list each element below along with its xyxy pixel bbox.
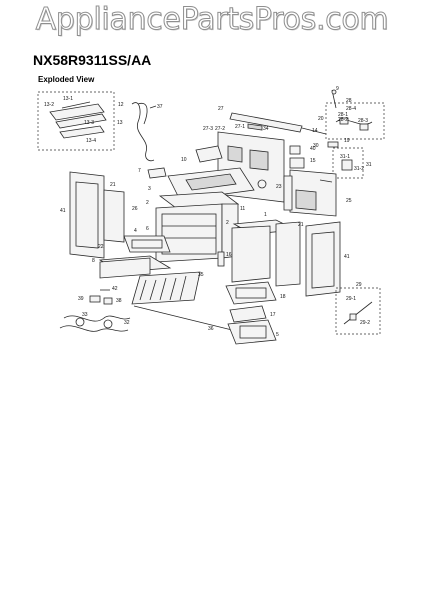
part-right-insulation (231, 219, 301, 287)
callout-10: 10 (181, 157, 187, 163)
callout-29-1: 29-1 (346, 296, 356, 302)
callout-2-top: 2 (146, 200, 149, 206)
callout-21-left: 21 (110, 182, 116, 188)
callout-22: 22 (98, 244, 104, 250)
part-20 (301, 127, 339, 148)
callout-31-2: 31-2 (354, 166, 364, 172)
callout-28-4: 28-4 (346, 106, 356, 112)
callout-20: 20 (318, 116, 324, 122)
callout-28-3: 28-3 (358, 118, 368, 124)
callout-25: 25 (346, 198, 352, 204)
part-oven-racks (131, 271, 201, 305)
callout-33: 33 (82, 312, 88, 318)
callout-14: 14 (312, 128, 318, 134)
callout-23: 23 (276, 184, 282, 190)
part-5 (227, 319, 277, 345)
part-wire-harness (131, 102, 157, 162)
callout-32: 32 (124, 320, 130, 326)
detail-box-29 (335, 287, 381, 335)
watermark-text: AppliancePartsPros.com (35, 2, 389, 38)
callout-42: 42 (112, 286, 118, 292)
callout-39: 39 (78, 296, 84, 302)
callout-21-right: 21 (298, 222, 304, 228)
callout-6: 6 (146, 226, 149, 232)
callout-4: 4 (134, 228, 137, 234)
callout-27-3: 27-3 (203, 126, 213, 132)
callout-28-2: 28-2 (338, 117, 348, 123)
callout-12: 12 (118, 102, 124, 108)
model-number: NX58R9311SS/AA (33, 52, 152, 68)
part-left-side-panel (69, 171, 125, 259)
part-15-bracket (289, 145, 305, 169)
callout-11: 11 (240, 206, 245, 212)
view-title: Exploded View (38, 75, 95, 84)
detail-box-28 (325, 102, 385, 140)
callout-16: 16 (226, 252, 232, 258)
callout-31: 31 (366, 162, 372, 168)
part-rear-cover (289, 169, 337, 217)
callout-27-1: 27-1 (235, 124, 245, 130)
callout-29-2: 29-2 (360, 320, 370, 326)
part-drawer-front (98, 255, 172, 279)
callout-36: 36 (208, 326, 214, 332)
callout-9: 9 (336, 86, 339, 92)
callout-7: 7 (138, 168, 141, 174)
part-38 (103, 297, 113, 305)
callout-38: 38 (116, 298, 122, 304)
part-top-insulation (147, 145, 255, 201)
callout-5: 5 (276, 332, 279, 338)
part-36 (133, 305, 233, 331)
callout-41-right: 41 (344, 254, 350, 260)
part-39 (89, 295, 101, 303)
part-right-side-panel (305, 221, 341, 297)
callout-17: 17 (270, 312, 276, 318)
detail-box-13 (37, 91, 115, 151)
callout-1: 1 (264, 212, 267, 218)
callout-31-1: 31-1 (340, 154, 350, 160)
callout-37: 37 (157, 104, 163, 110)
callout-2-mid: 2 (226, 220, 229, 226)
part-17 (229, 305, 267, 323)
callout-13-1: 13-1 (63, 96, 73, 102)
callout-30: 30 (313, 143, 319, 149)
callout-18: 18 (280, 294, 286, 300)
part-9 (331, 89, 337, 109)
callout-26: 26 (132, 206, 138, 212)
callout-3: 3 (148, 186, 151, 192)
callout-13-3: 13-3 (84, 120, 94, 126)
callout-15: 15 (310, 158, 316, 164)
callout-27: 27 (218, 106, 224, 112)
part-23 (283, 175, 293, 211)
callout-13: 13 (117, 120, 123, 126)
callout-34: 34 (263, 126, 269, 132)
part-16 (217, 251, 225, 267)
callout-8: 8 (92, 258, 95, 264)
callout-13-4: 13-4 (86, 138, 96, 144)
part-bake-element (123, 235, 171, 253)
callout-19: 19 (344, 138, 350, 144)
part-burner-grates (59, 315, 131, 332)
callout-40: 40 (310, 146, 316, 152)
callout-27-2: 27-2 (215, 126, 225, 132)
callout-28: 28 (346, 98, 352, 104)
part-18 (225, 281, 277, 305)
callout-28-1: 28-1 (338, 112, 348, 118)
detail-box-31 (332, 147, 364, 179)
callout-13-2: 13-2 (44, 102, 54, 108)
callout-29: 29 (356, 282, 362, 288)
callout-labels: 13-1 13-2 13-3 13-4 13 12 37 27 27-3 27-… (44, 86, 372, 338)
callout-41-left: 41 (60, 208, 66, 214)
callout-35: 35 (198, 272, 204, 278)
part-top-rail (229, 112, 303, 133)
